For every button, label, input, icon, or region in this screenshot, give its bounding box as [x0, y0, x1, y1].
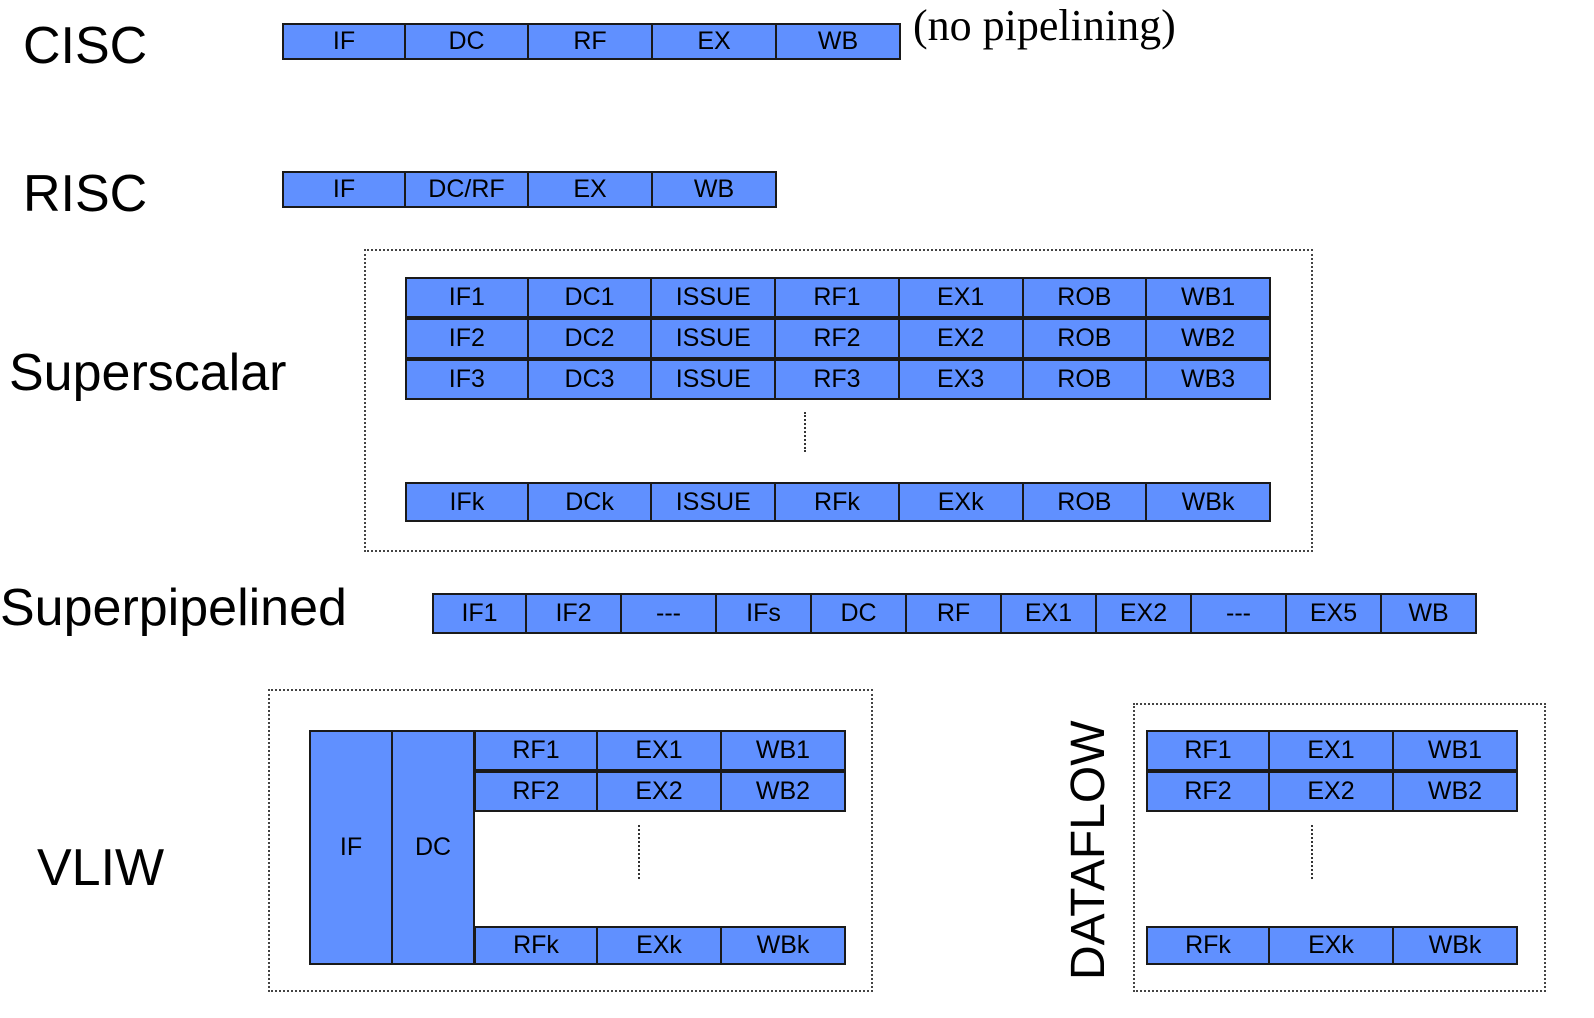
superscalar-stage: ISSUE — [652, 277, 777, 318]
cisc-stage: DC — [406, 23, 529, 60]
superscalar-continuation-dots — [804, 412, 806, 452]
superscalar-stage: RF3 — [776, 359, 900, 400]
superscalar-stage: RFk — [776, 482, 900, 522]
risc-stage: IF — [282, 171, 406, 208]
cisc-stage: IF — [282, 23, 406, 60]
superscalar-stage: ISSUE — [652, 359, 777, 400]
cisc-stage: WB — [777, 23, 901, 60]
vliw-stage: WB2 — [722, 771, 846, 812]
vliw-group-box — [268, 689, 873, 992]
dataflow-stage: WBk — [1394, 926, 1518, 965]
risc-pipeline: IF DC/RF EX WB — [282, 171, 777, 208]
superpipelined-stage: IF2 — [527, 593, 622, 634]
superscalar-group-box — [364, 249, 1313, 552]
superpipelined-stage: RF — [907, 593, 1002, 634]
dataflow-stage: EX2 — [1270, 771, 1394, 812]
vliw-stage: RF2 — [474, 771, 598, 812]
vliw-stage: EX1 — [598, 730, 722, 771]
superscalar-stage: ROB — [1023, 318, 1148, 359]
superpipelined-stage: EX1 — [1002, 593, 1097, 634]
superscalar-stage: EX2 — [899, 318, 1024, 359]
cisc-label: CISC — [23, 17, 148, 75]
superscalar-stage: RF2 — [776, 318, 900, 359]
dataflow-stage: RF1 — [1146, 730, 1270, 771]
cisc-stage: EX — [653, 23, 777, 60]
vliw-if-stage: IF — [309, 730, 393, 965]
vliw-stage: RF1 — [474, 730, 598, 771]
superscalar-stage: DC1 — [528, 277, 653, 318]
vliw-stage: WB1 — [722, 730, 846, 771]
vliw-label: VLIW — [37, 839, 165, 897]
superscalar-stage: IFk — [405, 482, 529, 522]
dataflow-stage: RFk — [1146, 926, 1270, 965]
vliw-stage: EX2 — [598, 771, 722, 812]
superscalar-stage: IF2 — [405, 318, 529, 359]
cisc-stage: RF — [529, 23, 653, 60]
vliw-stage: RFk — [474, 926, 598, 965]
superscalar-stage: EXk — [899, 482, 1024, 522]
superscalar-stage: ISSUE — [652, 318, 777, 359]
dataflow-stage: EXk — [1270, 926, 1394, 965]
vliw-stage: WBk — [722, 926, 846, 965]
superscalar-stage: DC2 — [528, 318, 653, 359]
superscalar-stage: ROB — [1023, 482, 1148, 522]
superpipelined-stage: IFs — [717, 593, 812, 634]
dataflow-stage: WB1 — [1394, 730, 1518, 771]
superpipelined-stage: EX2 — [1097, 593, 1192, 634]
superscalar-stage: IF1 — [405, 277, 529, 318]
superpipelined-stage: IF1 — [432, 593, 527, 634]
superscalar-stage: EX3 — [899, 359, 1024, 400]
superscalar-stage: ROB — [1023, 277, 1148, 318]
superscalar-stage: DCk — [528, 482, 653, 522]
superscalar-stage: DC3 — [528, 359, 653, 400]
superscalar-stage: EX1 — [899, 277, 1024, 318]
dataflow-stage: RF2 — [1146, 771, 1270, 812]
superpipelined-stage: WB — [1382, 593, 1477, 634]
cisc-note: (no pipelining) — [913, 1, 1176, 50]
superscalar-stage: RF1 — [776, 277, 900, 318]
vliw-stage: EXk — [598, 926, 722, 965]
dataflow-label: DATAFLOW — [1062, 720, 1115, 980]
superscalar-stage: ISSUE — [652, 482, 777, 522]
vliw-continuation-dots — [638, 825, 640, 879]
dataflow-stage: EX1 — [1270, 730, 1394, 771]
dataflow-stage: WB2 — [1394, 771, 1518, 812]
risc-stage: WB — [653, 171, 777, 208]
dataflow-continuation-dots — [1311, 825, 1313, 879]
superscalar-stage: ROB — [1023, 359, 1148, 400]
superscalar-stage: WBk — [1147, 482, 1271, 522]
superscalar-stage: WB3 — [1147, 359, 1271, 400]
superscalar-stage: IF3 — [405, 359, 529, 400]
superpipelined-stage: DC — [812, 593, 907, 634]
risc-stage: DC/RF — [406, 171, 529, 208]
cisc-pipeline: IF DC RF EX WB — [282, 23, 901, 60]
superscalar-stage: WB1 — [1147, 277, 1271, 318]
risc-stage: EX — [529, 171, 653, 208]
superscalar-label: Superscalar — [9, 344, 287, 402]
dataflow-group-box — [1133, 703, 1546, 992]
risc-label: RISC — [23, 165, 148, 223]
vliw-dc-stage: DC — [391, 730, 475, 965]
superpipelined-stage: --- — [622, 593, 717, 634]
superscalar-stage: WB2 — [1147, 318, 1271, 359]
superpipelined-label: Superpipelined — [0, 579, 347, 637]
superpipelined-stage: EX5 — [1287, 593, 1382, 634]
superpipelined-stage: --- — [1192, 593, 1287, 634]
